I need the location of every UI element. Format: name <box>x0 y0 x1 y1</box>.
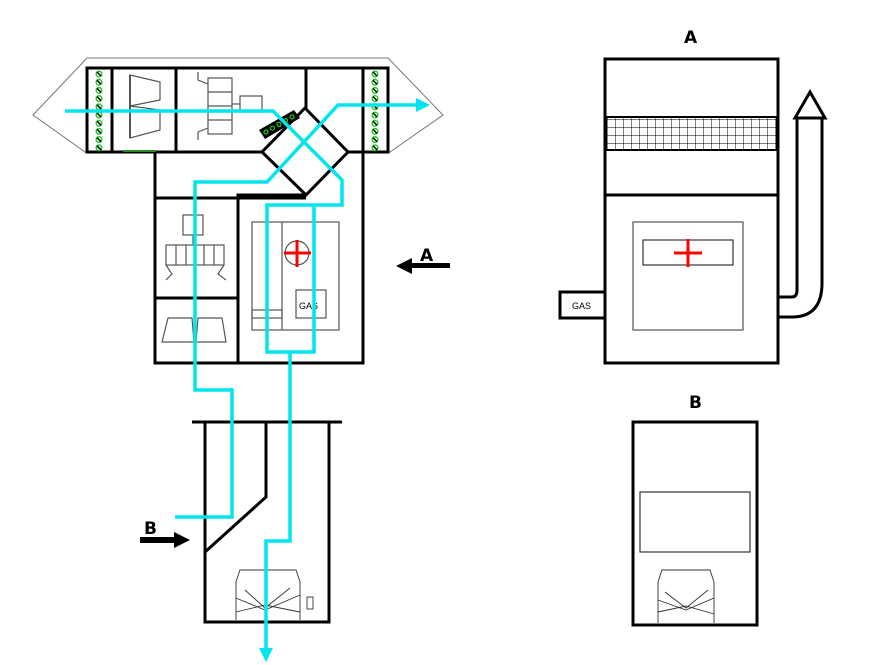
filter-element-mark <box>372 96 378 102</box>
furnace <box>251 221 340 331</box>
svg-text:A: A <box>420 246 434 266</box>
filter-element-mark <box>372 112 378 118</box>
flue-arrow-icon <box>792 88 828 120</box>
supply-air-path <box>65 109 344 354</box>
supply-down-path <box>264 352 292 650</box>
filter-element <box>371 86 379 94</box>
filter-element <box>289 114 295 120</box>
filter-element <box>371 136 379 144</box>
filter-element <box>371 70 379 78</box>
filter-element <box>371 127 379 135</box>
filter-element-mark <box>96 79 102 85</box>
filter-element <box>95 95 103 103</box>
filter-element-mark <box>96 120 102 126</box>
return-air-path <box>175 103 418 519</box>
filter-element-mark <box>372 79 378 85</box>
filter-element-mark <box>96 137 102 143</box>
filter-element <box>371 78 379 86</box>
filter-grid <box>605 116 778 151</box>
view-b-title: B <box>689 393 702 413</box>
flue-pipe <box>779 118 824 319</box>
burner-cross-a-icon <box>674 239 702 267</box>
filter-element <box>276 121 282 128</box>
filter-element <box>371 95 379 103</box>
view-a-title: A <box>684 28 698 48</box>
filter-element-mark <box>96 128 102 134</box>
filter-element-mark <box>96 104 102 110</box>
filter-element <box>371 111 379 119</box>
filter-element <box>95 136 103 144</box>
filter-element-mark <box>372 137 378 143</box>
filter-element-mark <box>96 145 102 151</box>
filter-element-mark <box>372 120 378 126</box>
blower-icon <box>165 214 227 281</box>
hood-outline <box>32 57 444 153</box>
fan-icon <box>197 72 263 140</box>
filter-element-mark <box>96 71 102 77</box>
burner-cross-icon <box>284 240 311 267</box>
filter-element <box>263 129 269 135</box>
airflow-lines <box>65 103 418 650</box>
filter-element-mark <box>372 87 378 93</box>
filter-element-mark <box>372 128 378 134</box>
air-handling-unit <box>32 57 444 198</box>
svg-text:B: B <box>144 519 157 539</box>
gas-label: GAS <box>299 301 318 311</box>
filter-element <box>269 125 276 131</box>
filter-element-mark <box>96 112 102 118</box>
filter-element-mark <box>372 71 378 77</box>
damper-icon <box>129 74 161 139</box>
filter-element <box>95 127 103 135</box>
lower-cabinet <box>153 152 365 365</box>
view-b-arrow: B <box>140 519 190 548</box>
filter-element <box>371 119 379 127</box>
filter-element <box>95 70 103 78</box>
view-b <box>631 420 759 627</box>
filter-element <box>95 119 103 127</box>
outlet-filter <box>371 70 379 152</box>
svg-text:GAS: GAS <box>572 301 591 311</box>
filter-element <box>95 144 103 152</box>
view-a: GAS <box>558 57 828 365</box>
supply-arrow-icon <box>259 648 273 662</box>
damper-lower-icon <box>161 317 227 343</box>
filter-element-mark <box>96 87 102 93</box>
view-a-arrow: A <box>396 246 450 274</box>
filter-element <box>95 86 103 94</box>
filter-element-mark <box>96 96 102 102</box>
gas-valve <box>295 289 327 319</box>
exhaust-arrow-icon <box>416 98 430 112</box>
filter-element <box>95 78 103 86</box>
fan-bottom-icon <box>235 569 314 620</box>
gas-inlet <box>558 290 607 320</box>
fan-b-icon <box>657 569 715 623</box>
filter-element <box>371 144 379 152</box>
filter-element-mark <box>372 145 378 151</box>
